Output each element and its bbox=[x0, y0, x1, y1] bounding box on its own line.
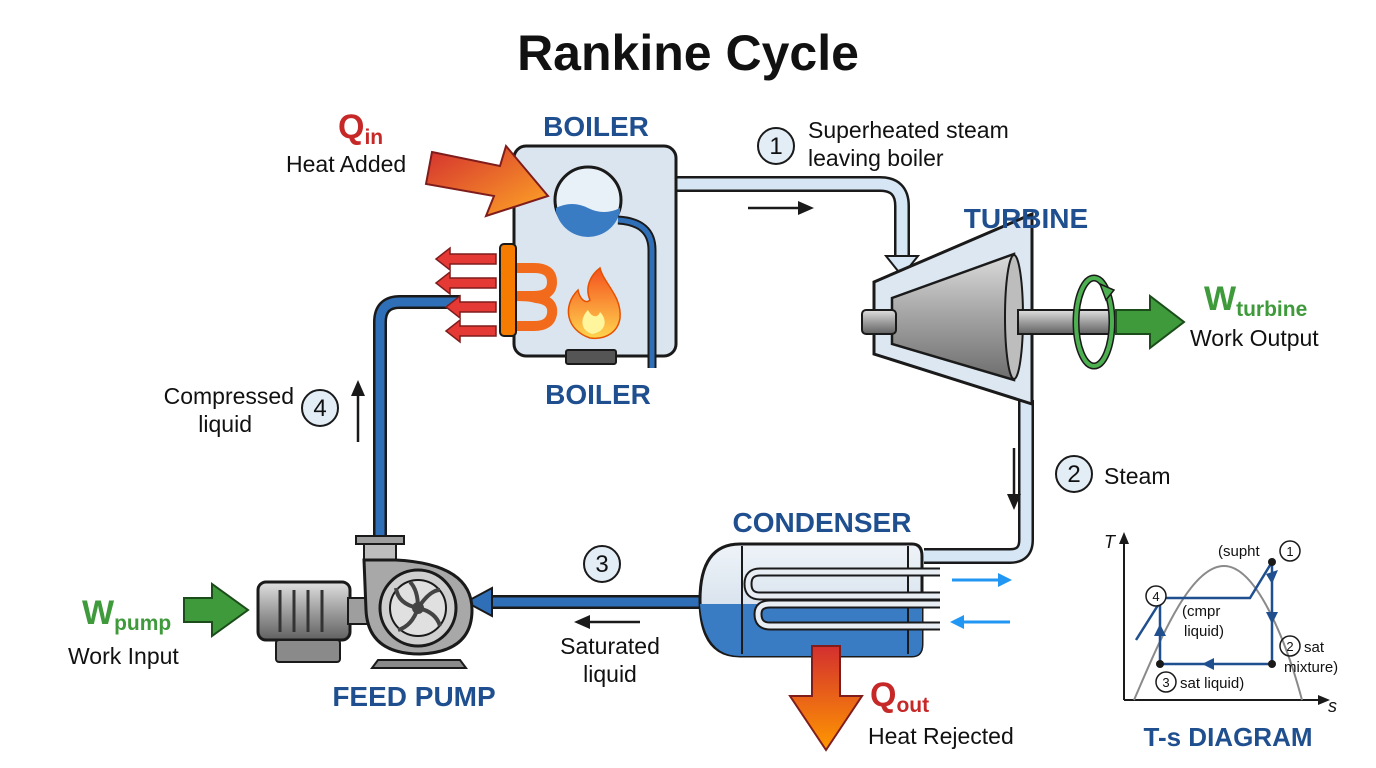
turbine-shaft bbox=[1017, 309, 1111, 335]
work-pump-caption: Work Input bbox=[68, 643, 179, 669]
coil-header bbox=[499, 243, 517, 337]
state-3-line1: Saturated bbox=[560, 633, 660, 659]
state-2-line1: Steam bbox=[1104, 463, 1170, 489]
ts-point-1 bbox=[1268, 558, 1276, 566]
state-4-line1: Compressed bbox=[164, 383, 294, 409]
state-3-badge bbox=[583, 545, 621, 583]
ts-diagram-title: T-s DIAGRAM bbox=[1144, 722, 1313, 752]
ts-num-4: 4 bbox=[1152, 589, 1159, 604]
ts-label-2b: mixture) bbox=[1284, 659, 1338, 676]
ts-cycle-arrows bbox=[1154, 570, 1278, 670]
steam-pipe-outline bbox=[676, 176, 910, 262]
state-1-number: 1 bbox=[769, 133, 782, 160]
work-input-arrow bbox=[183, 582, 250, 638]
flow-arrowhead-4 bbox=[351, 380, 365, 396]
heat-out-caption: Heat Rejected bbox=[868, 723, 1014, 749]
feed-pipe-pump-to-boiler bbox=[375, 297, 460, 542]
condenser bbox=[698, 542, 1012, 658]
heating-coil bbox=[508, 263, 558, 331]
ts-label-4a: (cmpr bbox=[1182, 603, 1220, 620]
state-1-line2: leaving boiler bbox=[808, 145, 944, 171]
heat-in-arrow bbox=[424, 143, 550, 218]
heat-in-caption: Heat Added bbox=[286, 151, 406, 177]
cooling-tube-lower bbox=[755, 601, 940, 629]
work-pump-symbol: Wpump bbox=[82, 594, 171, 635]
turbine bbox=[861, 211, 1116, 407]
ts-diagram: T s (supht 1 2 sat mixture) 3 sat liquid… bbox=[1104, 532, 1338, 716]
cooling-in-arrowhead bbox=[950, 615, 964, 629]
state-4-line2: liquid bbox=[198, 411, 252, 437]
ts-point-3 bbox=[1156, 660, 1164, 668]
cooling-tube-upper bbox=[745, 569, 940, 599]
rotation-arrowhead bbox=[1098, 282, 1116, 302]
pump-inlet-arrowhead bbox=[463, 586, 493, 618]
feed-pump bbox=[256, 535, 474, 669]
pump-base bbox=[370, 659, 468, 669]
flow-arrowhead-3 bbox=[574, 615, 590, 629]
work-turbine-symbol: Wturbine bbox=[1204, 280, 1307, 321]
state-4-number: 4 bbox=[313, 395, 326, 422]
cooling-out-arrowhead bbox=[998, 573, 1012, 587]
ts-y-label: T bbox=[1104, 532, 1117, 552]
state-3-line2: liquid bbox=[583, 661, 637, 687]
ts-point-2 bbox=[1268, 660, 1276, 668]
turbine-label: TURBINE bbox=[964, 203, 1088, 234]
feed-pipe-outline bbox=[373, 295, 460, 542]
feed-pump-label: FEED PUMP bbox=[332, 681, 495, 712]
heat-out-symbol: Qout bbox=[870, 676, 929, 717]
state-2-number: 2 bbox=[1067, 461, 1080, 488]
state-1-badge bbox=[757, 127, 795, 165]
burner-icon bbox=[565, 349, 617, 365]
shaft-left bbox=[861, 309, 897, 335]
ts-cycle-path bbox=[1158, 557, 1274, 666]
flow-arrowhead-2 bbox=[1007, 494, 1021, 510]
ts-label-4b: liquid) bbox=[1184, 623, 1224, 640]
ts-num-2: 2 bbox=[1286, 639, 1293, 654]
drum-water bbox=[556, 204, 620, 237]
ts-label-2a: sat bbox=[1304, 639, 1325, 656]
page-title: Rankine Cycle bbox=[517, 25, 859, 81]
downcomer-tube bbox=[617, 217, 655, 368]
pump-motor bbox=[256, 580, 352, 642]
state-3-number: 3 bbox=[595, 551, 608, 578]
boiler-label-top: BOILER bbox=[543, 111, 649, 142]
rotation-arrow bbox=[1074, 276, 1114, 368]
state-1-line1: Superheated steam bbox=[808, 117, 1009, 143]
ts-x-label: s bbox=[1328, 696, 1337, 716]
motor-base bbox=[275, 639, 341, 663]
flow-arrowhead-1 bbox=[798, 201, 814, 215]
boiler bbox=[434, 144, 678, 368]
boiler-label-bottom: BOILER bbox=[545, 379, 651, 410]
ts-compression-line bbox=[1134, 601, 1162, 641]
flame-core bbox=[582, 310, 605, 334]
state-4-badge bbox=[301, 389, 339, 427]
heat-out-arrow bbox=[788, 645, 864, 752]
ts-num-1: 1 bbox=[1286, 544, 1293, 559]
exhaust-pipe-turbine-to-condenser bbox=[924, 400, 1032, 562]
work-output-arrow bbox=[1115, 293, 1186, 351]
exhaust-pipe-outline bbox=[924, 400, 1034, 564]
heat-in-symbol: Qin bbox=[338, 108, 383, 149]
ts-label-1: (supht bbox=[1218, 543, 1261, 560]
flame-icon bbox=[567, 266, 621, 340]
state-2-badge bbox=[1055, 455, 1093, 493]
condenser-label: CONDENSER bbox=[733, 507, 912, 538]
ts-label-3: sat liquid) bbox=[1180, 675, 1244, 692]
ts-num-3: 3 bbox=[1162, 675, 1169, 690]
work-turbine-caption: Work Output bbox=[1190, 325, 1319, 351]
steam-pipe-boiler-to-turbine bbox=[676, 178, 908, 262]
coil-arrows bbox=[434, 246, 497, 344]
